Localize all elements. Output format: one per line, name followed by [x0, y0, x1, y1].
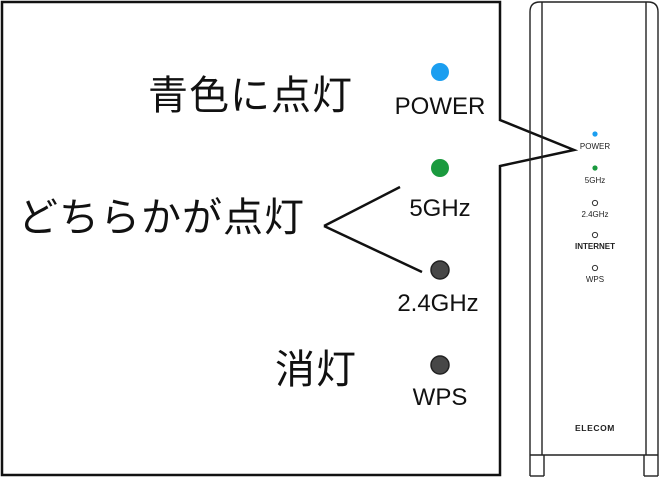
router-internet-led	[591, 231, 599, 239]
callout-box	[0, 0, 579, 477]
callout-24ghz-label: 2.4GHz	[397, 290, 479, 317]
router-wps-led	[591, 264, 599, 272]
status-off: 消灯	[275, 347, 357, 393]
callout-5ghz-label: 5GHz	[409, 195, 471, 222]
status-either-lit: どちらかが点灯	[18, 195, 305, 241]
bracket-line-lower	[323, 224, 423, 274]
router-24ghz-led	[591, 199, 599, 207]
router-power-led	[592, 131, 598, 137]
router-outline	[529, 1, 659, 476]
router-brand-logo: ELECOM	[575, 423, 615, 433]
router-24ghz-label: 2.4GHz	[581, 210, 609, 219]
callout-5ghz-led	[431, 159, 449, 177]
router-power-label: POWER	[579, 142, 611, 151]
router-internet-label: INTERNET	[575, 242, 615, 251]
callout-24ghz-led	[430, 260, 450, 280]
router-5ghz-led	[592, 165, 598, 171]
status-blue-lit: 青色に点灯	[148, 73, 353, 119]
callout-wps-label: WPS	[412, 384, 468, 411]
callout-wps-led	[430, 355, 450, 375]
router-body	[529, 1, 659, 477]
router-wps-label: WPS	[585, 275, 605, 284]
callout-power-led	[431, 63, 449, 81]
router-5ghz-label: 5GHz	[584, 176, 606, 185]
callout-power-label: POWER	[394, 93, 486, 120]
bracket-line-upper	[323, 185, 401, 228]
